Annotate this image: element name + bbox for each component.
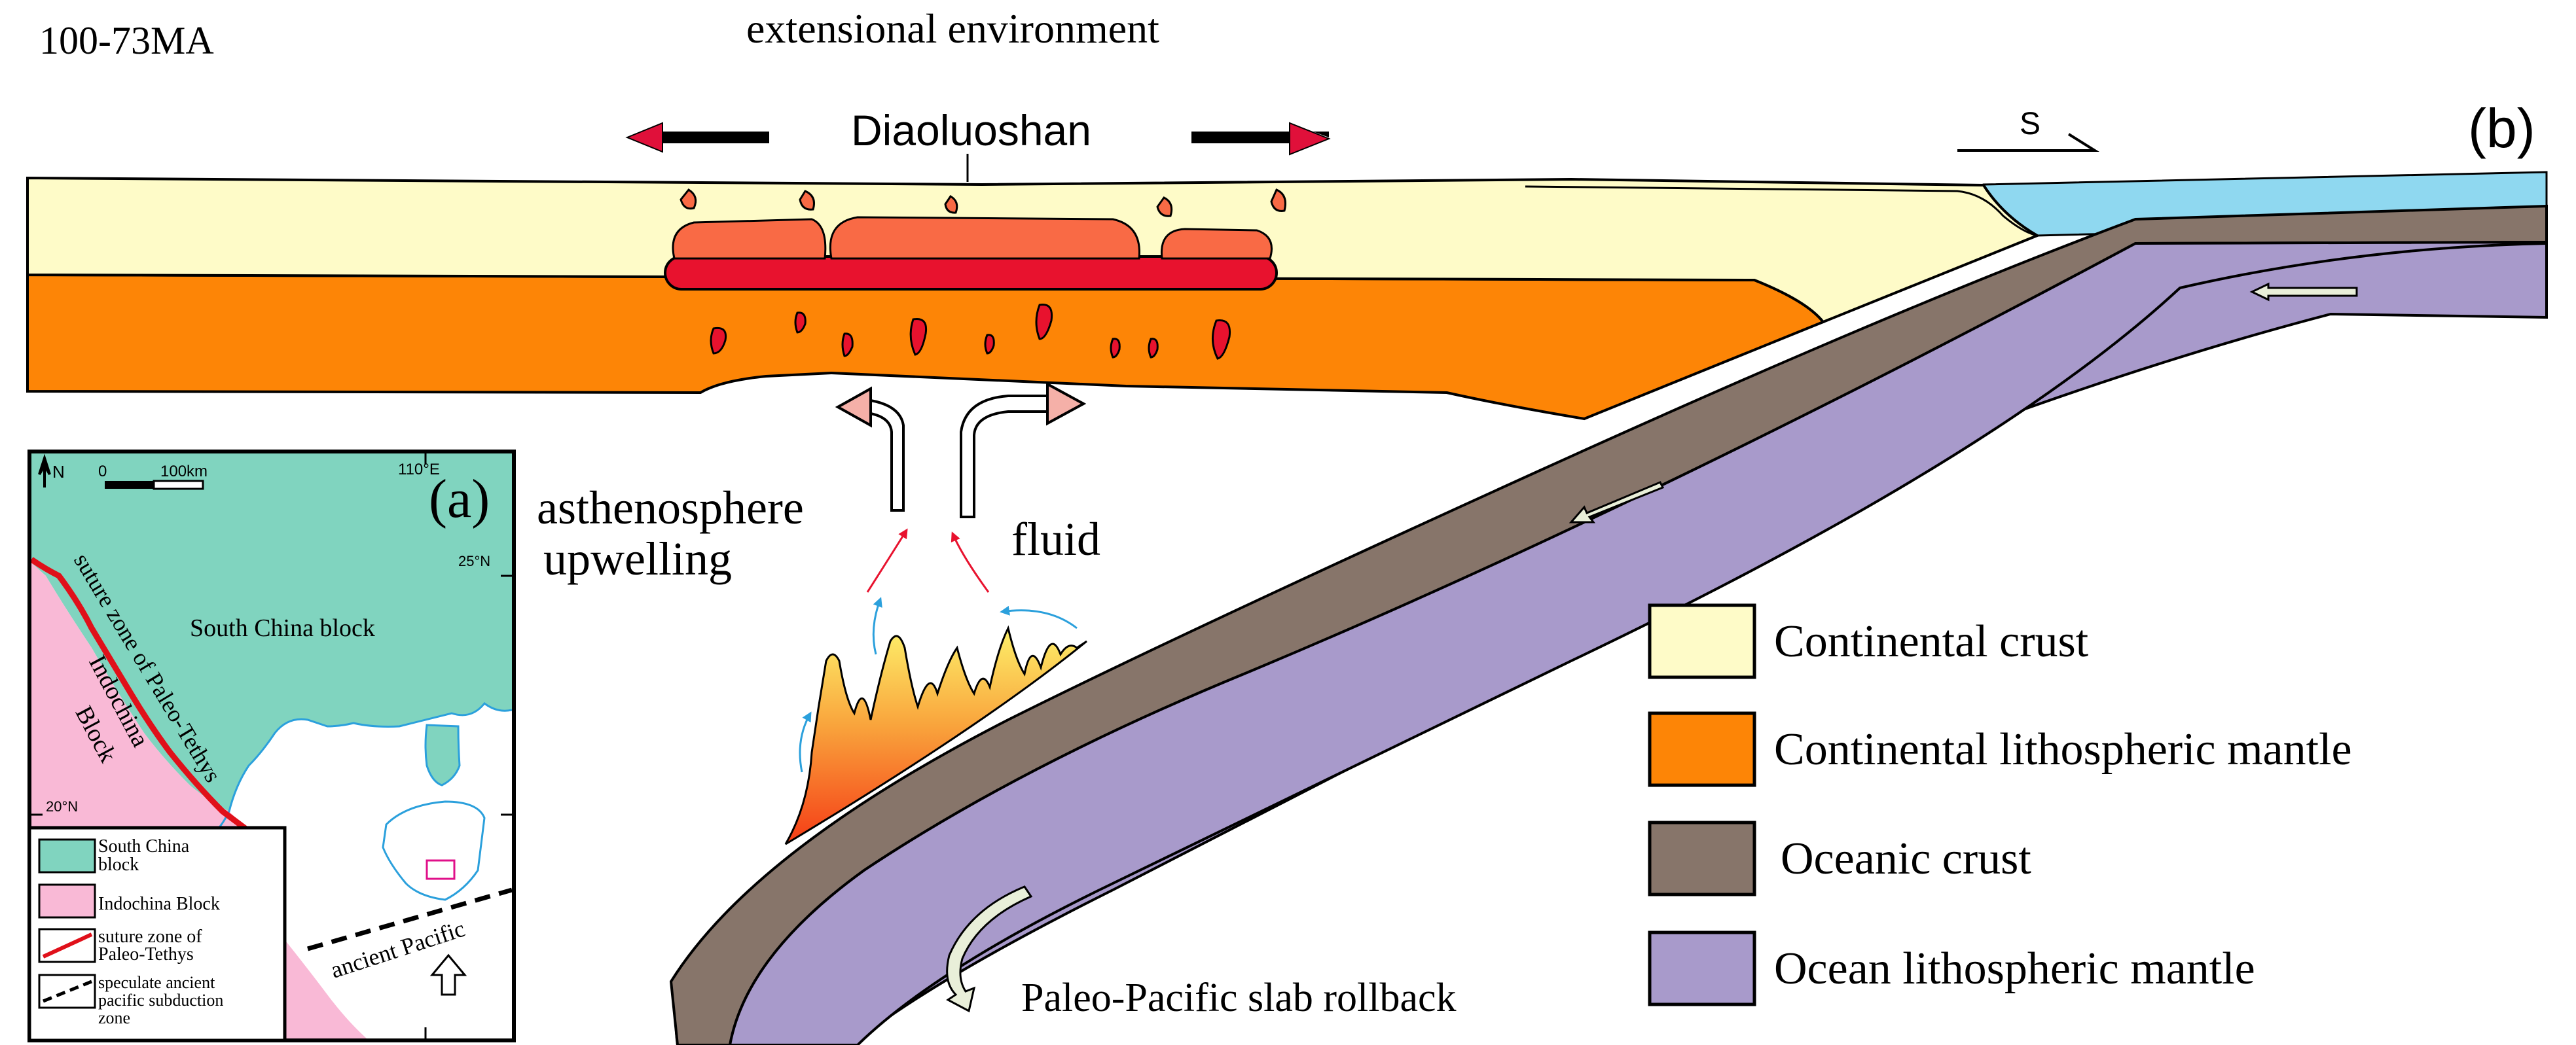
upwelling-arrow-right-head [1046, 381, 1087, 426]
inset-legend-subduction-line [43, 980, 92, 1003]
continental-lithospheric-mantle [26, 273, 1826, 421]
sense-arrow [1957, 133, 2099, 152]
scale-bar-white [153, 480, 204, 490]
legend-item-ocean-mantle: Ocean lithospheric mantle [1648, 930, 2255, 1006]
upwelling-arrow-left-head [835, 386, 872, 428]
inset-legend-subduction-line3: zone [98, 1008, 130, 1027]
scale-bar-black [105, 481, 154, 489]
fluid-label: fluid [1011, 513, 1100, 565]
panel-b-label: (b) [2468, 97, 2535, 159]
extension-arrow-left-head [625, 122, 663, 153]
legend-label: Continental lithospheric mantle [1774, 724, 2352, 775]
inset-legend-subduction-line1: speculate ancient [98, 973, 215, 992]
crust-edge-line [1525, 185, 2038, 237]
legend-label: Oceanic crust [1781, 834, 2031, 884]
legend: Continental crust Continental lithospher… [1648, 603, 2352, 1006]
inset-legend-suture-line1: suture zone of [98, 927, 202, 947]
inset-legend-swatch-subduction [38, 974, 96, 1009]
inset-legend-indochina: Indochina Block [98, 894, 220, 914]
extension-arrow-left [627, 123, 769, 152]
inset-map: N 0 100km 110°E (a) 25°N 20°N South Chin… [27, 450, 516, 1042]
legend-swatch [1648, 821, 1756, 896]
indochina-block [31, 563, 255, 838]
mantle-droplets [710, 304, 1231, 360]
fluid-arrows-blue [799, 597, 1078, 773]
indochina-block-south [281, 936, 367, 1038]
legend-label: Ocean lithospheric mantle [1774, 944, 2255, 994]
peninsula [424, 724, 461, 787]
legend-item-continental-mantle: Continental lithospheric mantle [1648, 711, 2352, 787]
plate-motion-arrow [2249, 282, 2358, 302]
age-label: 100-73MA [39, 19, 214, 62]
granite-body-left [672, 218, 827, 260]
south-china-label: South China block [190, 614, 375, 642]
inset-legend-subduction-line2: pacific subduction [98, 991, 223, 1010]
legend-item-oceanic-crust: Oceanic crust [1648, 821, 2031, 896]
lat-20-label: 20°N [46, 798, 78, 815]
ancient-pacific-arrow [429, 953, 467, 996]
inset-legend: South China block Indochina Block suture… [27, 826, 287, 1042]
inset-legend-swatch-south-china [38, 838, 96, 874]
asthenosphere-label: asthenosphere [537, 482, 804, 534]
legend-swatch [1648, 930, 1756, 1006]
lat-25-label: 25°N [458, 553, 490, 569]
legend-item-continental-crust: Continental crust [1648, 603, 2089, 679]
inset-legend-suture-line2: Paleo-Tethys [98, 944, 194, 965]
sense-label: S [2020, 107, 2041, 141]
melt-zone [784, 625, 1087, 845]
slab-motion-arrow [1569, 481, 1665, 523]
scale-label: 100km [160, 463, 208, 480]
coastline [215, 701, 512, 832]
inset-legend-suture-line [42, 932, 93, 959]
rollback-label: Paleo-Pacific slab rollback [1021, 976, 1457, 1020]
granite-body-right [1160, 228, 1273, 260]
hainan-island [382, 800, 486, 901]
subduction-dashed-line [307, 887, 512, 951]
inset-panel-label: (a) [429, 469, 490, 529]
study-area-box [426, 859, 456, 880]
suture-line [31, 557, 251, 834]
fluid-arrows-red [866, 528, 990, 593]
inset-legend-swatch-indochina [38, 883, 96, 919]
locality-label: Diaoluoshan [851, 106, 1091, 154]
legend-swatch [1648, 711, 1756, 787]
inset-legend-south-china-line1: South China [98, 836, 190, 857]
magma-chamber [664, 255, 1278, 291]
north-label: N [52, 462, 65, 482]
extension-arrow-right-body [1191, 132, 1290, 143]
legend-swatch [1648, 603, 1756, 679]
environment-label: extensional environment [746, 5, 1159, 52]
longitude-label: 110°E [398, 461, 440, 478]
north-arrow-icon [38, 453, 51, 487]
scale-zero: 0 [98, 463, 107, 480]
rollback-arrow [946, 885, 1033, 1013]
extension-arrow-right-head [1289, 122, 1331, 156]
upwelling-label: upwelling [543, 533, 732, 585]
granite-body-middle [829, 216, 1140, 260]
legend-label: Continental crust [1774, 616, 2089, 667]
inset-legend-south-china-line2: block [98, 855, 139, 875]
crust-droplets [680, 188, 1286, 217]
